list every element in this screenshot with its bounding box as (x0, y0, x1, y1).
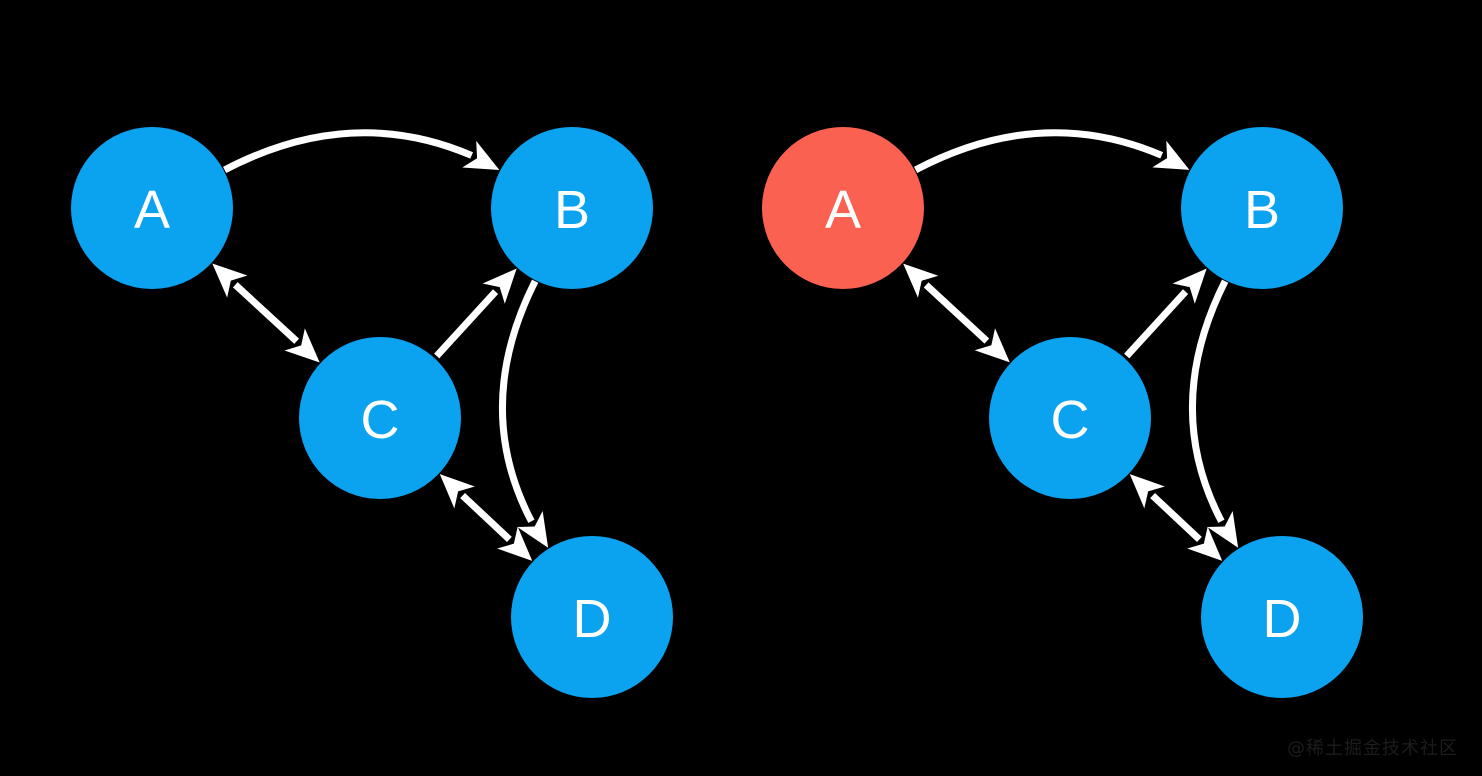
graph-node-right-graph-B[interactable]: B (1181, 127, 1343, 289)
edge-left-graph-C-B (434, 268, 517, 359)
arrowhead-B (482, 268, 517, 304)
edge-right-graph-C-D (1129, 474, 1223, 561)
edges-layer (212, 129, 1239, 561)
nodes-layer: A B C D A B C D (71, 127, 1363, 698)
node-label: C (1051, 390, 1090, 450)
edge-left-graph-A-B (223, 129, 500, 174)
watermark-label: @稀土掘金技术社区 (1287, 738, 1458, 759)
graph-node-left-graph-B[interactable]: B (491, 127, 653, 289)
node-circle[interactable] (491, 127, 653, 289)
edge-path (1188, 279, 1229, 523)
arrowhead-A (903, 263, 939, 298)
graph-node-left-graph-C[interactable]: C (299, 337, 461, 499)
edge-path (460, 492, 512, 543)
arrowhead-C (284, 328, 320, 363)
node-circle[interactable] (989, 337, 1151, 499)
arrowhead-C (974, 328, 1010, 363)
node-circle[interactable] (511, 536, 673, 698)
graph-node-right-graph-D[interactable]: D (1201, 536, 1363, 698)
arrowhead-D (1207, 510, 1239, 548)
node-circle[interactable] (71, 127, 233, 289)
edge-right-graph-B-D (1188, 279, 1239, 548)
edge-left-graph-B-D (498, 279, 549, 548)
edge-left-graph-A-C (212, 263, 320, 363)
node-circle[interactable] (1181, 127, 1343, 289)
node-circle[interactable] (299, 337, 461, 499)
graph-node-left-graph-A[interactable]: A (71, 127, 233, 289)
graph-node-right-graph-A[interactable]: A (762, 127, 924, 289)
edge-path (223, 129, 474, 174)
edge-path (923, 282, 990, 344)
arrowhead-D (497, 526, 533, 561)
graph-node-left-graph-D[interactable]: D (511, 536, 673, 698)
node-label: D (573, 589, 612, 649)
edge-left-graph-C-D (439, 474, 533, 561)
edge-path (434, 289, 499, 359)
edge-path (498, 279, 539, 523)
edge-right-graph-A-C (903, 263, 1010, 363)
arrowhead-B (462, 140, 500, 170)
edge-path (232, 282, 300, 344)
node-label: D (1263, 589, 1302, 649)
arrowhead-D (1187, 526, 1223, 561)
edge-path (1124, 289, 1189, 359)
graph-node-right-graph-C[interactable]: C (989, 337, 1151, 499)
node-label: A (825, 180, 861, 240)
node-label: A (134, 180, 170, 240)
edge-path (913, 129, 1164, 173)
arrowhead-B (1172, 268, 1207, 304)
arrowhead-A (212, 263, 248, 298)
node-label: B (1244, 180, 1280, 240)
node-label: B (554, 180, 590, 240)
arrowhead-C (439, 474, 475, 509)
edge-right-graph-C-B (1124, 268, 1207, 359)
edge-right-graph-A-B (913, 129, 1190, 173)
edge-path (1150, 492, 1202, 543)
arrowhead-B (1152, 140, 1190, 170)
node-circle[interactable] (762, 127, 924, 289)
node-circle[interactable] (1201, 536, 1363, 698)
node-label: C (361, 390, 400, 450)
arrowhead-C (1129, 474, 1165, 509)
arrowhead-D (517, 510, 549, 548)
